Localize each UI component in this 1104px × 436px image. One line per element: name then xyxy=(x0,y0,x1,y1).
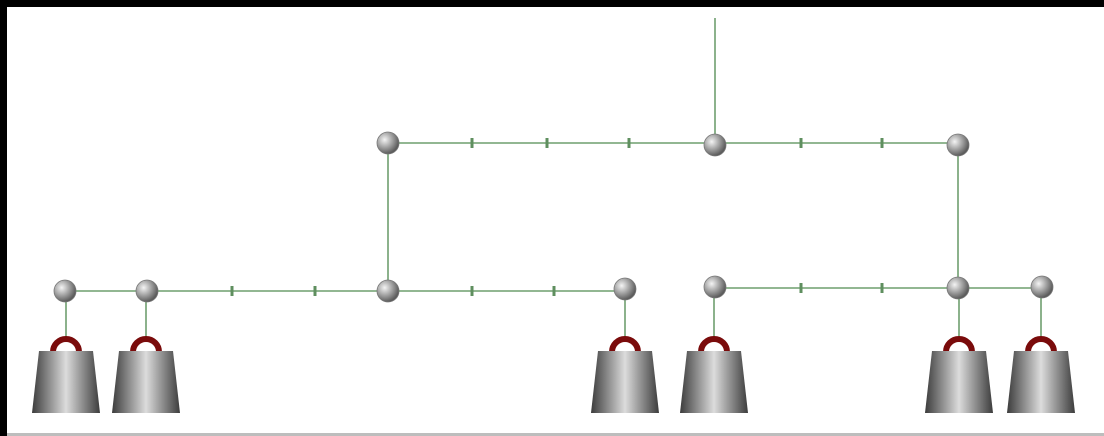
lower-left-second-pivot xyxy=(135,279,159,303)
top-beam-center-pivot xyxy=(703,133,727,157)
lower-right-end-pivot xyxy=(1030,275,1054,299)
weight-body xyxy=(112,351,180,413)
weight xyxy=(925,287,993,413)
lower-right-left-pivot xyxy=(703,275,727,299)
weight xyxy=(112,291,180,413)
weight-hook xyxy=(130,336,162,353)
lower-left-center-pivot xyxy=(376,279,400,303)
weight-hook xyxy=(50,336,82,353)
top-beam-left-pivot xyxy=(376,131,400,155)
weight-body xyxy=(1007,351,1075,413)
weight-hook xyxy=(943,336,975,353)
top-beam-right-pivot xyxy=(946,133,970,157)
lower-left-end-pivot xyxy=(53,279,77,303)
weight-body xyxy=(591,351,659,413)
lower-right-center-pivot xyxy=(946,276,970,300)
tick-marks-layer xyxy=(230,138,884,296)
lower-left-right-pivot xyxy=(613,277,637,301)
weight-body xyxy=(925,351,993,413)
weight-hook xyxy=(1025,336,1057,353)
weight xyxy=(680,287,748,413)
pivots-layer xyxy=(53,131,1054,303)
weight-hook xyxy=(609,336,641,353)
weight-hook xyxy=(698,336,730,353)
frame-bottom-border xyxy=(7,433,1104,436)
weight xyxy=(591,289,659,413)
weight xyxy=(1007,287,1075,413)
frame-left-border xyxy=(0,0,7,436)
weight-body xyxy=(32,351,100,413)
beams-layer xyxy=(65,18,1042,292)
frame-top-border xyxy=(0,0,1104,7)
weights-layer xyxy=(32,287,1075,413)
weight xyxy=(32,291,100,413)
weight-body xyxy=(680,351,748,413)
